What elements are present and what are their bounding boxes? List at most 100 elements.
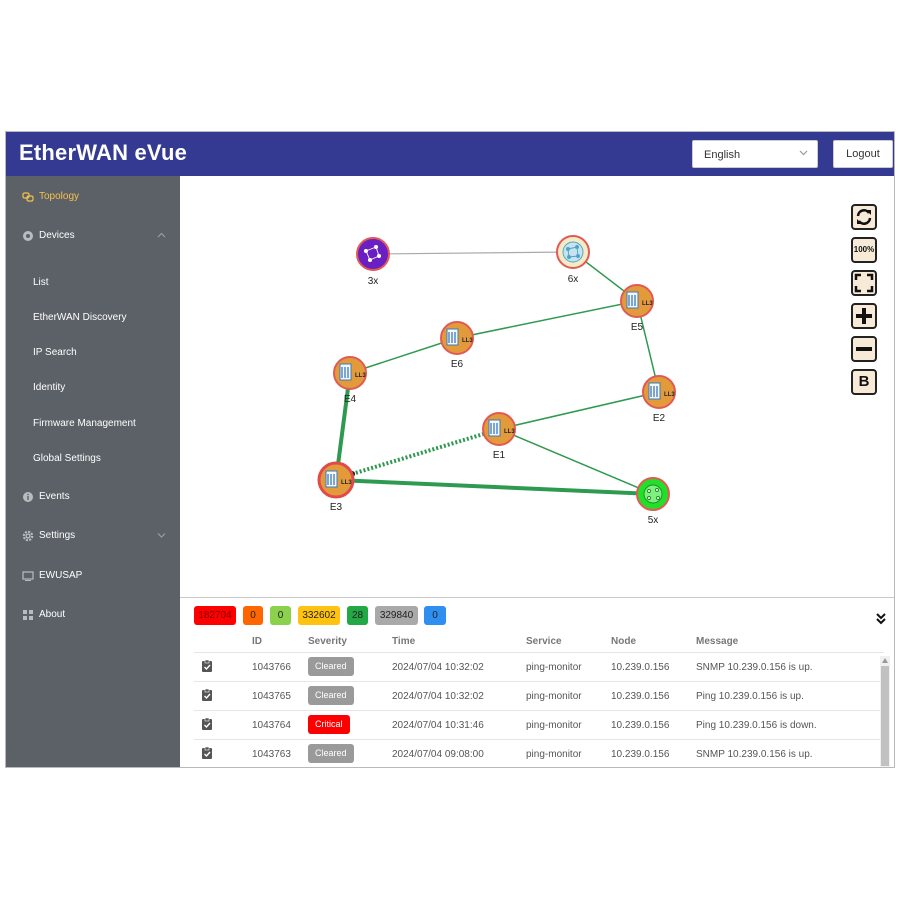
zoom-out-button[interactable] — [851, 336, 877, 362]
devices-icon — [23, 231, 33, 241]
count-badge-indeterminate[interactable]: 0 — [424, 606, 446, 625]
count-badge-minor[interactable]: 0 — [270, 606, 291, 625]
sidebar-subitem-etherwan-discovery[interactable]: EtherWAN Discovery — [33, 312, 127, 323]
topology-icon — [22, 192, 34, 202]
node-e2[interactable]: LL3 E2 — [642, 375, 676, 424]
switch-icon — [488, 419, 501, 437]
refresh-button[interactable] — [851, 204, 877, 230]
link-3x-6x[interactable] — [372, 251, 574, 255]
zoom-100-button[interactable]: 100% — [851, 237, 877, 263]
node-e1[interactable]: LL3 E1 — [482, 412, 516, 461]
node-label: E1 — [493, 450, 506, 461]
minus-icon — [856, 347, 872, 351]
sidebar-subitem-identity[interactable]: Identity — [33, 382, 66, 393]
count-badge-normal[interactable]: 28 — [347, 606, 368, 625]
sidebar: Topology Devices List EtherWAN Discovery… — [6, 176, 180, 767]
sidebar-item-ewusap[interactable]: EWUSAP — [6, 566, 180, 586]
sidebar-item-topology[interactable]: Topology — [6, 187, 180, 207]
table-row[interactable]: 1043766 Cleared 2024/07/04 10:32:02 ping… — [194, 652, 884, 682]
table-row[interactable]: 1043765 Cleared 2024/07/04 10:32:02 ping… — [194, 681, 884, 711]
events-scrollbar[interactable] — [880, 656, 890, 767]
cell-service: ping-monitor — [526, 720, 582, 731]
node-5x[interactable]: 5x — [636, 477, 670, 526]
network-group-icon — [363, 244, 382, 263]
link-e3-5x[interactable] — [335, 478, 654, 496]
cell-id: 1043765 — [252, 691, 291, 702]
node-e5[interactable]: LL3 E5 — [620, 284, 654, 333]
cell-node: 10.239.0.156 — [611, 662, 670, 673]
sidebar-item-label: Events — [39, 491, 70, 502]
node-3x[interactable]: 3x — [356, 237, 390, 287]
logout-button[interactable]: Logout — [833, 140, 893, 168]
language-select[interactable]: English — [692, 140, 818, 168]
table-row[interactable]: 1043764 Critical 2024/07/04 10:31:46 pin… — [194, 710, 884, 740]
sidebar-subitem-list[interactable]: List — [33, 277, 49, 288]
count-badge-critical[interactable]: 182704 — [194, 606, 236, 625]
info-icon — [23, 492, 33, 502]
switch-icon — [325, 470, 338, 488]
node-label: E3 — [330, 502, 343, 513]
acknowledge-icon[interactable] — [200, 688, 214, 702]
node-label: E6 — [451, 359, 464, 370]
count-badge-major[interactable]: 0 — [243, 606, 263, 625]
node-e4[interactable]: LL3 E4 — [333, 356, 367, 405]
app-title: EtherWAN eVue — [19, 140, 188, 165]
node-label: E5 — [631, 322, 644, 333]
link-e6-e4[interactable] — [349, 337, 458, 374]
switch-icon — [648, 382, 661, 400]
sidebar-item-about[interactable]: About — [6, 605, 180, 625]
topology-graph[interactable]: 3x 6x LL3 E5 L — [180, 176, 894, 597]
sidebar-item-settings[interactable]: Settings — [6, 526, 180, 546]
cell-message: Ping 10.239.0.156 is up. — [696, 691, 804, 702]
sidebar-subitem-ip-search[interactable]: IP Search — [33, 347, 77, 358]
column-header-severity[interactable]: Severity — [308, 636, 347, 647]
link-e5-e6[interactable] — [456, 300, 638, 339]
acknowledge-icon[interactable] — [200, 746, 214, 760]
column-header-node[interactable]: Node — [611, 636, 636, 647]
sidebar-subitem-firmware-management[interactable]: Firmware Management — [33, 418, 136, 429]
severity-badge: Critical — [308, 715, 350, 734]
node-e3[interactable]: LL3 E3 — [317, 461, 355, 513]
link-e3-e1-dotted[interactable] — [351, 430, 491, 476]
link-e2-e1[interactable] — [498, 391, 660, 430]
acknowledge-icon[interactable] — [200, 659, 214, 673]
topology-canvas[interactable]: 3x 6x LL3 E5 L — [180, 176, 894, 597]
link-e1-5x[interactable] — [498, 428, 654, 495]
scrollbar-thumb[interactable] — [881, 666, 889, 766]
count-badge-warning[interactable]: 332602 — [298, 606, 340, 625]
acknowledge-icon[interactable] — [200, 717, 214, 731]
zoom-in-button[interactable] — [851, 303, 877, 329]
monitor-icon — [22, 571, 34, 581]
sidebar-item-devices[interactable]: Devices — [6, 226, 180, 246]
cell-time: 2024/07/04 10:32:02 — [392, 662, 484, 673]
scroll-up-arrow-icon[interactable] — [882, 658, 888, 663]
column-header-time[interactable]: Time — [392, 636, 416, 647]
node-6x[interactable]: 6x — [556, 235, 590, 285]
column-header-message[interactable]: Message — [696, 636, 739, 647]
panel-divider[interactable] — [180, 597, 894, 598]
switch-icon — [446, 328, 459, 346]
severity-badge: Cleared — [308, 686, 354, 705]
cell-node: 10.239.0.156 — [611, 749, 670, 760]
switch-tag: LL3 — [341, 480, 352, 486]
column-header-service[interactable]: Service — [526, 636, 562, 647]
severity-badge: Cleared — [308, 744, 354, 763]
zoom-100-label: 100% — [853, 245, 875, 254]
fit-screen-button[interactable] — [851, 270, 877, 296]
network-group-icon — [562, 241, 584, 263]
sidebar-item-events[interactable]: Events — [6, 487, 180, 507]
table-row[interactable]: 1043763 Cleared 2024/07/04 09:08:00 ping… — [194, 739, 884, 767]
sidebar-item-label: Settings — [39, 530, 76, 541]
column-header-id[interactable]: ID — [252, 636, 262, 647]
switch-tag: LL3 — [462, 338, 473, 344]
b-button[interactable]: B — [851, 369, 877, 395]
sidebar-subitem-global-settings[interactable]: Global Settings — [33, 453, 101, 464]
node-e6[interactable]: LL3 E6 — [440, 321, 474, 370]
cell-service: ping-monitor — [526, 662, 582, 673]
cell-time: 2024/07/04 10:31:46 — [392, 720, 484, 731]
double-chevron-down-icon[interactable] — [874, 612, 888, 626]
app-window: EtherWAN eVue English Logout Topology De… — [5, 131, 895, 768]
count-badge-cleared[interactable]: 329840 — [375, 606, 418, 625]
sidebar-item-label: About — [39, 609, 66, 620]
switch-icon — [339, 363, 352, 381]
